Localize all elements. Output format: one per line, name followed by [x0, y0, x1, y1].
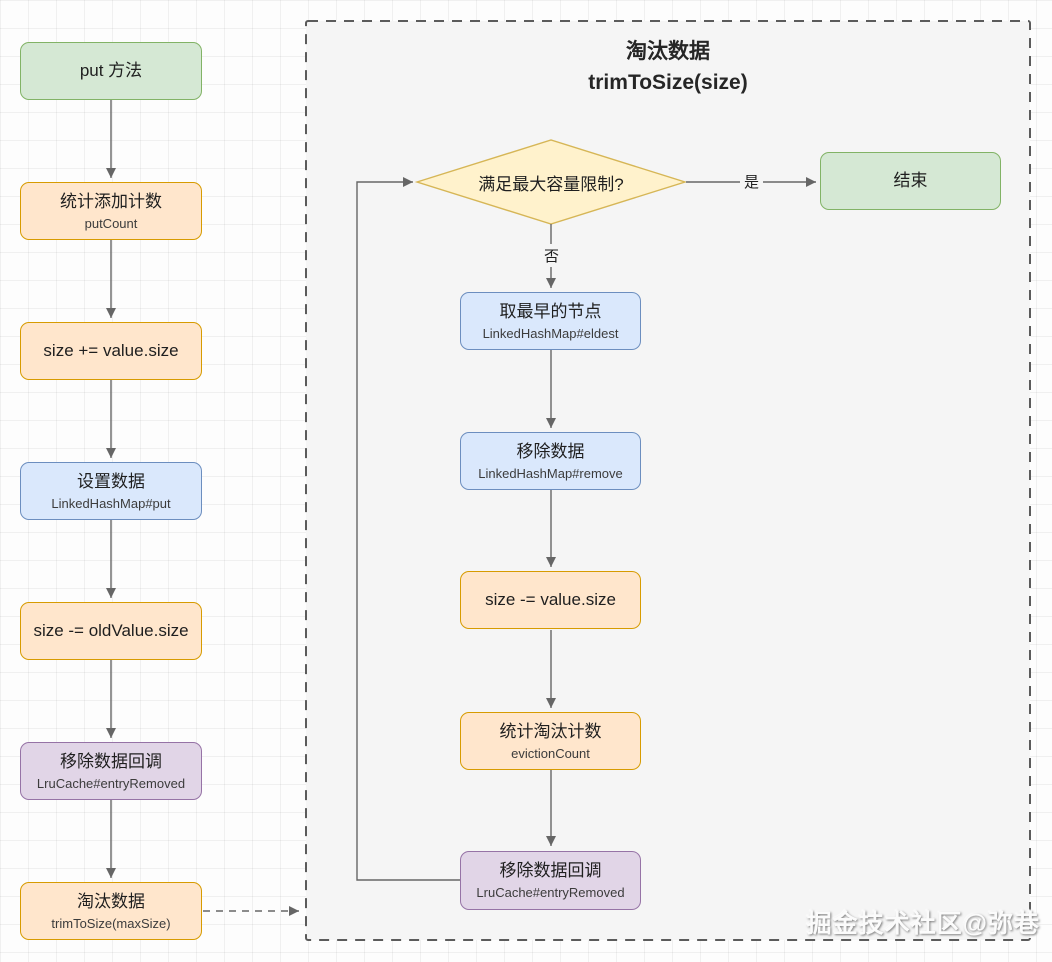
edge-label-no: 否: [540, 244, 564, 267]
node-trim-to-size: 淘汰数据 trimToSize(maxSize): [20, 882, 202, 940]
node-title: put 方法: [79, 61, 143, 80]
node-subtitle: LinkedHashMap#eldest: [482, 325, 619, 341]
node-title: 统计淘汰计数: [499, 721, 602, 741]
node-title: 淘汰数据: [77, 891, 145, 911]
node-title: 设置数据: [77, 471, 145, 491]
node-title: 移除数据: [516, 441, 585, 461]
trim-to-size-container: [305, 20, 1031, 941]
node-eviction-count: 统计淘汰计数 evictionCount: [460, 712, 641, 770]
node-subtitle: evictionCount: [511, 745, 590, 761]
arrow-loop-back: [356, 177, 460, 881]
node-put-method: put 方法: [20, 42, 202, 100]
node-eldest: 取最早的节点 LinkedHashMap#eldest: [460, 292, 641, 350]
node-put-count: 统计添加计数 putCount: [20, 182, 202, 240]
node-set-data: 设置数据 LinkedHashMap#put: [20, 462, 202, 520]
decision-label: 满足最大容量限制?: [478, 174, 624, 194]
node-title: 取最早的节点: [499, 301, 602, 321]
node-subtitle: LruCache#entryRemoved: [36, 775, 186, 791]
container-title: 淘汰数据 trimToSize(size): [306, 36, 1030, 98]
container-title-line2: trimToSize(size): [588, 71, 748, 94]
node-title: 统计添加计数: [60, 191, 162, 211]
node-title: 移除数据回调: [499, 861, 602, 880]
node-entry-removed-right: 移除数据回调 LruCache#entryRemoved: [460, 851, 641, 910]
node-size-add: size += value.size: [20, 322, 202, 380]
node-size-sub-value: size -= value.size: [460, 571, 641, 629]
node-title: size += value.size: [43, 341, 179, 360]
node-subtitle: LruCache#entryRemoved: [476, 885, 625, 900]
node-title: 结束: [893, 171, 928, 190]
container-title-line1: 淘汰数据: [626, 40, 710, 63]
node-size-sub-old: size -= oldValue.size: [20, 602, 202, 660]
edge-label-yes: 是: [740, 170, 764, 193]
decision-diamond: [414, 139, 688, 225]
watermark-text: 掘金技术社区@弥巷: [806, 910, 1040, 938]
node-subtitle: trimToSize(maxSize): [51, 915, 171, 931]
node-subtitle: LinkedHashMap#put: [51, 495, 171, 511]
node-entry-removed-left: 移除数据回调 LruCache#entryRemoved: [20, 742, 202, 800]
node-subtitle: LinkedHashMap#remove: [478, 465, 623, 481]
node-title: 移除数据回调: [60, 751, 162, 771]
node-subtitle: putCount: [84, 215, 138, 231]
node-title: size -= oldValue.size: [33, 621, 189, 640]
node-end: 结束: [820, 152, 1001, 210]
node-title: size -= value.size: [485, 590, 616, 609]
node-remove-data: 移除数据 LinkedHashMap#remove: [460, 432, 641, 490]
